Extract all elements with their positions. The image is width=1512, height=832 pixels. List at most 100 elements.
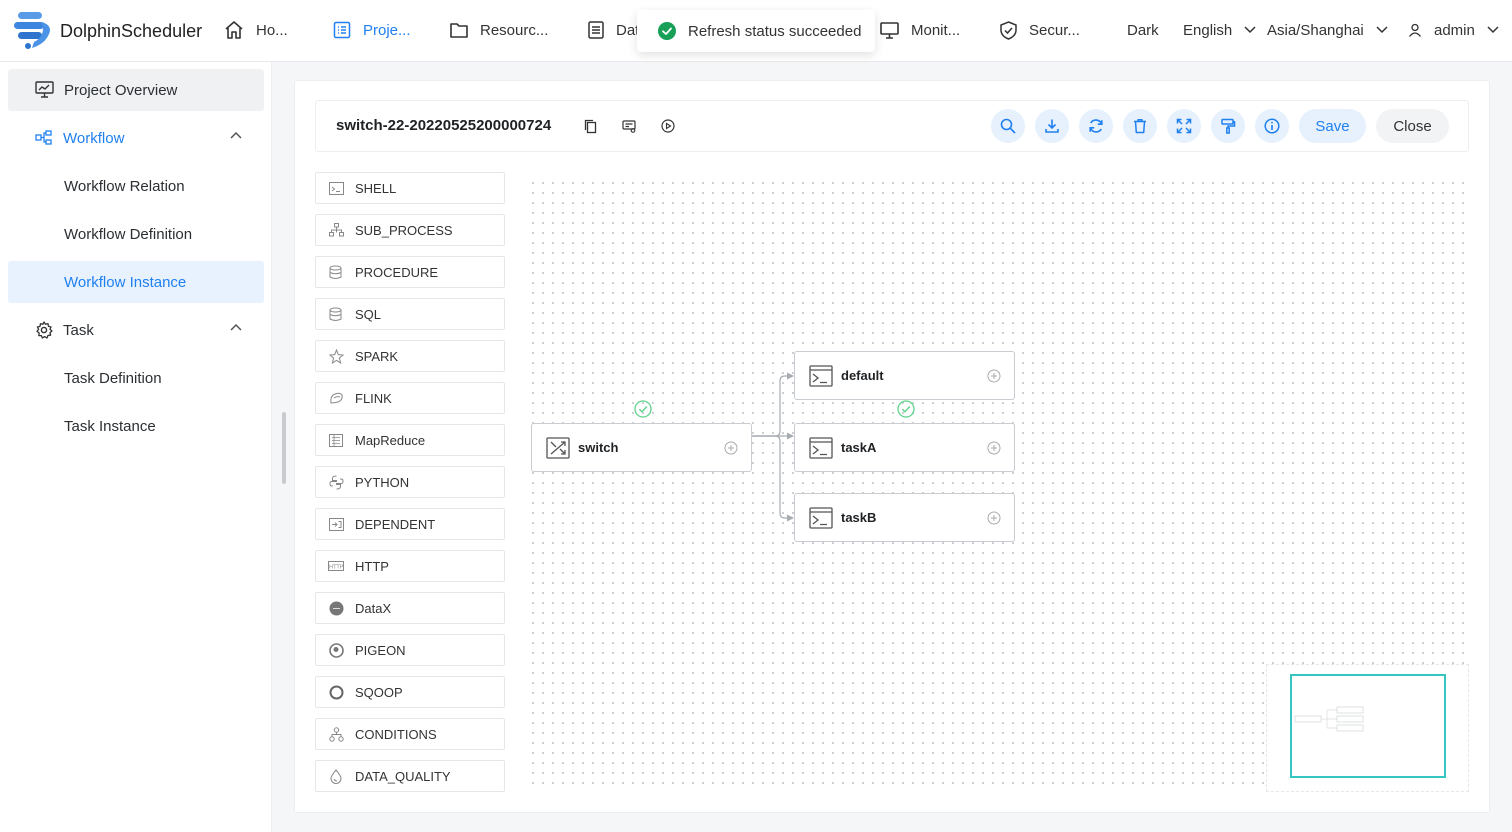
add-node-icon[interactable] bbox=[987, 441, 1001, 455]
chevron-down-icon bbox=[1376, 26, 1388, 34]
task-type-conditions[interactable]: CONDITIONS bbox=[315, 718, 505, 750]
trash-icon bbox=[1134, 119, 1146, 134]
shell-icon bbox=[809, 436, 833, 459]
sidebar-item-project-overview[interactable]: Project Overview bbox=[8, 69, 264, 111]
nav-resources[interactable]: Resourc... bbox=[450, 18, 548, 42]
sidebar-item-workflow-relation[interactable]: Workflow Relation bbox=[8, 165, 264, 207]
startup-params-icon[interactable] bbox=[661, 119, 675, 133]
task-type-procedure[interactable]: PROCEDURE bbox=[315, 256, 505, 288]
minimap-viewport[interactable] bbox=[1290, 674, 1446, 778]
search-button[interactable] bbox=[991, 109, 1025, 143]
workflow-icon bbox=[35, 130, 52, 145]
task-type-flink[interactable]: FLINK bbox=[315, 382, 505, 414]
task-type-spark[interactable]: SPARK bbox=[315, 340, 505, 372]
chevron-down-icon bbox=[1244, 26, 1256, 34]
delete-button[interactable] bbox=[1123, 109, 1157, 143]
home-icon bbox=[225, 21, 243, 39]
nav-monitor[interactable]: Monit... bbox=[880, 18, 960, 42]
procedure-icon bbox=[328, 264, 344, 280]
sidebar-scrollbar[interactable] bbox=[282, 412, 286, 484]
task-type-http[interactable]: HTTP HTTP bbox=[315, 550, 505, 582]
toast-notification: Refresh status succeeded bbox=[637, 10, 875, 52]
nav-project-label: Proje... bbox=[363, 21, 411, 39]
sidebar-item-workflow[interactable]: Workflow bbox=[8, 117, 264, 159]
dag-node-switch[interactable]: switch bbox=[531, 423, 752, 472]
copy-icon[interactable] bbox=[584, 119, 598, 135]
task-type-label: SUB_PROCESS bbox=[355, 222, 453, 238]
dag-node-default[interactable]: default bbox=[794, 351, 1015, 400]
sidebar-item-task-definition[interactable]: Task Definition bbox=[8, 357, 264, 399]
refresh-button[interactable] bbox=[1079, 109, 1113, 143]
app-logo[interactable]: DolphinScheduler bbox=[12, 10, 202, 52]
user-icon bbox=[1408, 23, 1422, 37]
close-button[interactable]: Close bbox=[1376, 109, 1449, 143]
data-quality-icon bbox=[328, 768, 344, 784]
nav-datasource[interactable]: Dat bbox=[588, 18, 639, 42]
task-type-shell[interactable]: SHELL bbox=[315, 172, 505, 204]
fullscreen-button[interactable] bbox=[1167, 109, 1201, 143]
sidebar-item-label: Task Instance bbox=[64, 417, 156, 435]
task-type-label: DATA_QUALITY bbox=[355, 768, 451, 784]
sidebar-item-workflow-definition[interactable]: Workflow Definition bbox=[8, 213, 264, 255]
task-type-dependent[interactable]: DEPENDENT bbox=[315, 508, 505, 540]
info-button[interactable] bbox=[1255, 109, 1289, 143]
http-icon: HTTP bbox=[328, 558, 344, 574]
add-node-icon[interactable] bbox=[987, 369, 1001, 383]
node-success-icon bbox=[634, 400, 652, 418]
dolphin-logo-icon bbox=[14, 12, 50, 49]
app-name: DolphinScheduler bbox=[60, 20, 203, 41]
shell-icon bbox=[809, 506, 833, 529]
task-type-sql[interactable]: SQL bbox=[315, 298, 505, 330]
shield-icon bbox=[1000, 20, 1017, 40]
sidebar-item-task[interactable]: Task bbox=[8, 309, 264, 351]
task-type-data-quality[interactable]: DATA_QUALITY bbox=[315, 760, 505, 792]
nav-security[interactable]: Secur... bbox=[1000, 18, 1080, 42]
dag-node-taskB[interactable]: taskB bbox=[794, 493, 1015, 542]
download-icon bbox=[1045, 119, 1059, 133]
language-label: English bbox=[1183, 21, 1233, 39]
node-name: taskB bbox=[841, 510, 877, 525]
task-type-label: SQL bbox=[355, 306, 382, 322]
sidebar-item-label: Task bbox=[63, 321, 94, 339]
minimap-preview bbox=[1294, 706, 1364, 732]
format-brush-icon bbox=[1221, 118, 1236, 134]
add-node-icon[interactable] bbox=[724, 441, 738, 455]
save-button[interactable]: Save bbox=[1299, 109, 1366, 143]
task-type-mapreduce[interactable]: MapReduce bbox=[315, 424, 505, 456]
sidebar-item-workflow-instance[interactable]: Workflow Instance bbox=[8, 261, 264, 303]
chevron-down-icon bbox=[1487, 26, 1499, 34]
task-type-sqoop[interactable]: SQOOP bbox=[315, 676, 505, 708]
info-icon bbox=[1264, 118, 1280, 134]
sidebar-item-label: Workflow Instance bbox=[64, 273, 187, 291]
task-type-sub-process[interactable]: SUB_PROCESS bbox=[315, 214, 505, 246]
datax-icon bbox=[328, 600, 344, 616]
theme-toggle[interactable]: Dark bbox=[1127, 18, 1159, 42]
variables-icon[interactable] bbox=[622, 119, 636, 133]
gear-icon bbox=[36, 321, 53, 339]
switch-icon bbox=[546, 436, 570, 459]
task-type-pigeon[interactable]: PIGEON bbox=[315, 634, 505, 666]
minimap[interactable] bbox=[1266, 664, 1469, 792]
task-type-datax[interactable]: DataX bbox=[315, 592, 505, 624]
shell-icon bbox=[328, 180, 344, 196]
nav-home[interactable]: Ho... bbox=[224, 18, 288, 42]
sidebar-item-task-instance[interactable]: Task Instance bbox=[8, 405, 264, 447]
dag-node-taskA[interactable]: taskA bbox=[794, 423, 1015, 472]
add-node-icon[interactable] bbox=[987, 511, 1001, 525]
timezone-select[interactable]: Asia/Shanghai bbox=[1267, 18, 1388, 42]
timezone-label: Asia/Shanghai bbox=[1267, 21, 1364, 39]
dependent-icon bbox=[328, 516, 344, 532]
format-button[interactable] bbox=[1211, 109, 1245, 143]
nav-datasource-label: Dat bbox=[616, 21, 640, 39]
user-menu[interactable]: admin bbox=[1408, 18, 1499, 42]
nav-project[interactable]: Proje... bbox=[333, 18, 411, 42]
nav-security-label: Secur... bbox=[1029, 21, 1080, 39]
task-type-python[interactable]: PYTHON bbox=[315, 466, 505, 498]
download-button[interactable] bbox=[1035, 109, 1069, 143]
chevron-up-icon bbox=[230, 323, 242, 331]
workflow-name: switch-22-20220525200000724 bbox=[336, 117, 552, 134]
spark-icon bbox=[328, 348, 344, 364]
language-select[interactable]: English bbox=[1183, 18, 1256, 42]
node-name: taskA bbox=[841, 440, 877, 455]
sub-process-icon bbox=[328, 222, 344, 238]
